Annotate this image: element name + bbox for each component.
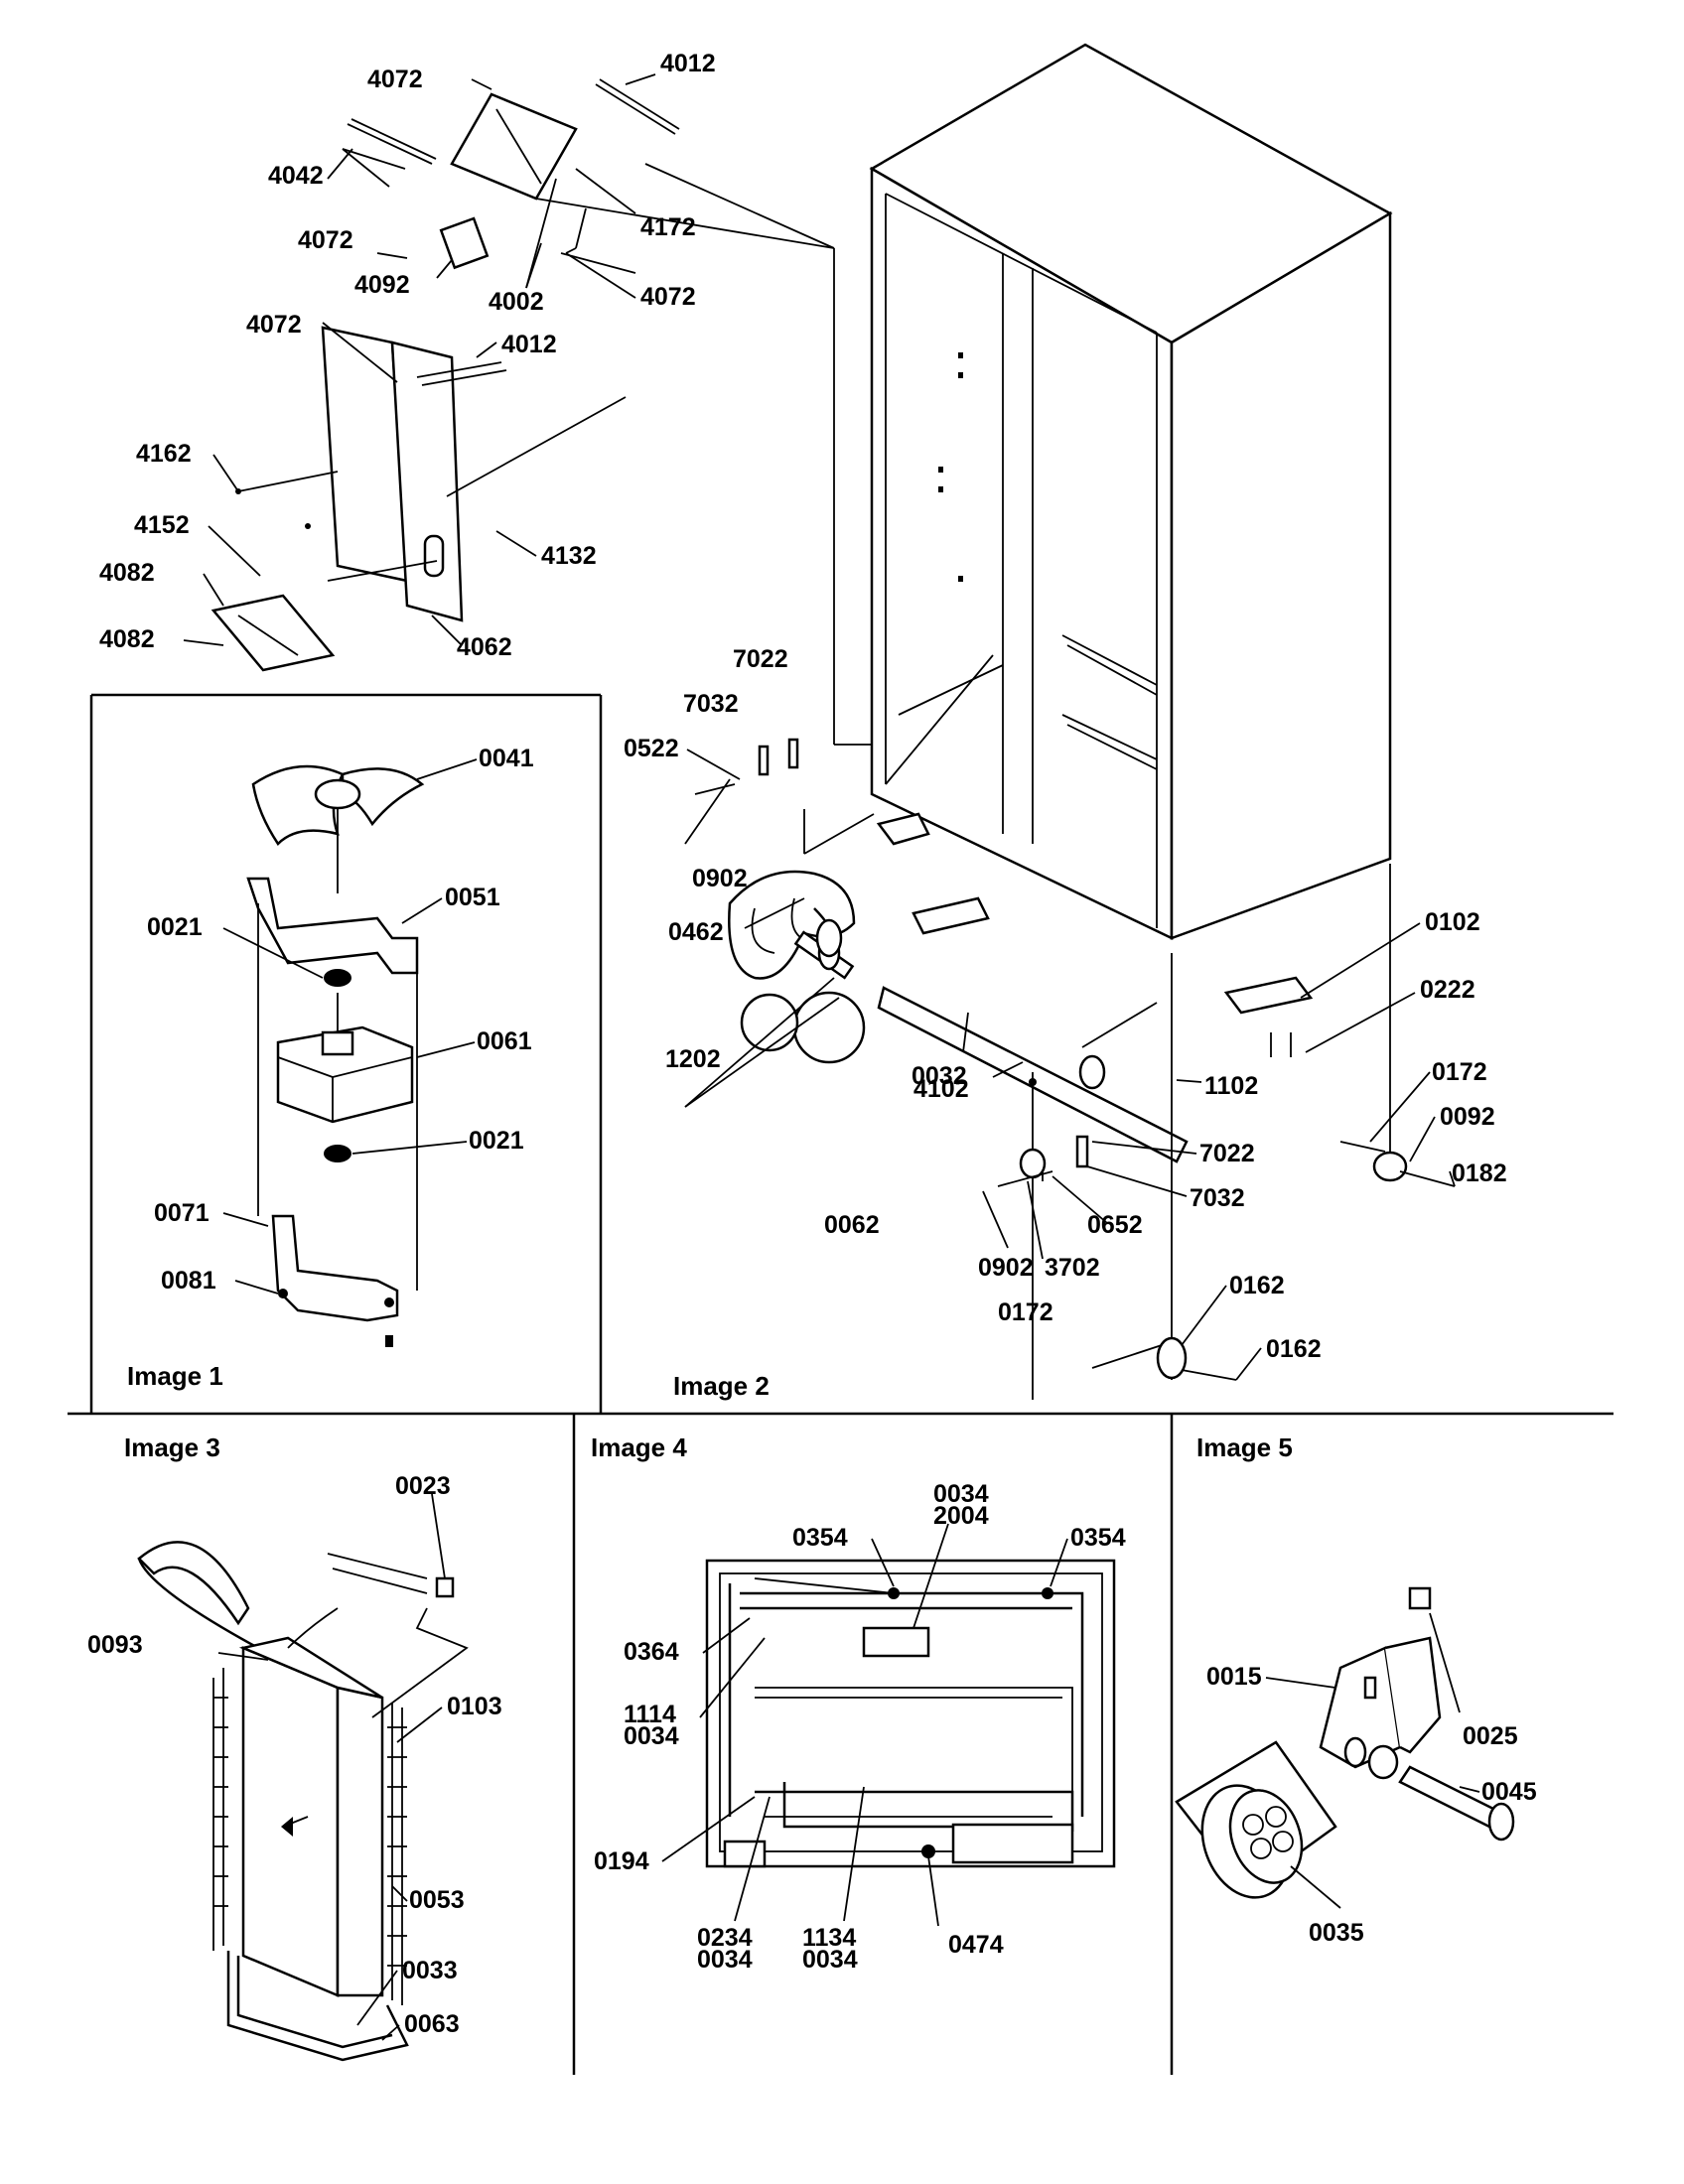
callout-label: 0364 (624, 1638, 679, 1666)
image1-fan-motor (246, 764, 425, 1347)
callout-label: 4042 (268, 162, 324, 190)
callout-label: 0902 (978, 1254, 1034, 1282)
callout-label: 0034 (697, 1946, 753, 1974)
labels-image4: Image 4 0034 2004 0354 0354 0364 1114 00… (591, 1433, 1126, 1974)
callout-label: 0172 (1432, 1058, 1487, 1086)
callout-label: 3702 (1045, 1254, 1100, 1282)
callout-label: 0033 (402, 1957, 458, 1984)
callout-label: 0234 (697, 1924, 753, 1952)
callout-label: 4072 (367, 66, 423, 93)
callout-label: 4002 (489, 288, 544, 316)
callout-label: 4162 (136, 440, 192, 468)
callout-label: 4062 (457, 633, 512, 661)
image5-roller-assembly (1175, 1586, 1515, 1899)
callout-label: 0462 (668, 918, 724, 946)
image4-back-panel (705, 1559, 1116, 1868)
callout-label: 0034 (624, 1722, 679, 1750)
callout-label: 0102 (1425, 908, 1480, 936)
callout-label: 0092 (1440, 1103, 1495, 1131)
panel-caption-image4: Image 4 (591, 1433, 687, 1462)
callout-label: 4082 (99, 625, 155, 653)
callout-label: 4072 (640, 283, 696, 311)
callout-label: 0093 (87, 1631, 143, 1659)
top-plate-assembly (210, 326, 627, 672)
panel-caption-image3: Image 3 (124, 1433, 220, 1462)
callout-label: 0034 (933, 1480, 989, 1508)
callout-label: 7032 (683, 690, 739, 718)
callout-label: 0222 (1420, 976, 1475, 1004)
callout-label: 0041 (479, 745, 534, 772)
callout-label: 4132 (541, 542, 597, 570)
callout-label: 0354 (1070, 1524, 1126, 1552)
callout-label: 0182 (1452, 1160, 1507, 1187)
callout-label: 0902 (692, 865, 748, 892)
callout-label: 4012 (501, 331, 557, 358)
callout-label: 4102 (913, 1075, 969, 1103)
panel-caption-image2: Image 2 (673, 1371, 770, 1401)
callout-label: 7022 (733, 645, 788, 673)
callout-label: 0103 (447, 1693, 502, 1720)
labels-image5: Image 5 0015 0025 0045 0035 (1196, 1433, 1537, 1947)
callout-label: 0053 (409, 1886, 465, 1914)
callout-label: 0522 (624, 735, 679, 762)
callout-label: 0162 (1229, 1272, 1285, 1299)
callout-label: 0034 (802, 1946, 858, 1974)
callout-label: 4172 (640, 213, 696, 241)
top-fan-assembly (342, 78, 874, 746)
callout-label: 1114 (624, 1701, 676, 1728)
callout-label: 7032 (1190, 1184, 1245, 1212)
callout-label: 0051 (445, 884, 500, 911)
callout-label: 4072 (246, 311, 302, 339)
panel-caption-image5: Image 5 (1196, 1433, 1293, 1462)
callout-label: 4092 (354, 271, 410, 299)
callout-label: 0023 (395, 1472, 451, 1500)
callout-label: 0045 (1481, 1778, 1537, 1806)
callout-label: 0062 (824, 1211, 880, 1239)
callout-label: 0081 (161, 1267, 216, 1295)
labels-image1: 0041 0051 0021 0061 0021 0071 0081 Image… (127, 745, 534, 1391)
image2-base-parts (684, 738, 1456, 1400)
labels-image3: Image 3 0023 0093 0103 0053 0033 0063 (87, 1433, 502, 2038)
callout-label: 4072 (298, 226, 353, 254)
callout-label: 0354 (792, 1524, 848, 1552)
callout-label: 0021 (469, 1127, 524, 1155)
callout-label: 0061 (477, 1027, 532, 1055)
leader-lines (183, 73, 1480, 2041)
callout-label: 1102 (1204, 1072, 1258, 1100)
image2-cabinet (869, 43, 1393, 940)
callout-label: 7022 (1199, 1140, 1255, 1167)
panel-dividers (68, 693, 1614, 2075)
callout-label: 0172 (998, 1298, 1053, 1326)
callout-label: 0035 (1309, 1919, 1364, 1947)
image3-evaporator (137, 1541, 469, 2062)
callout-label: 0032 (912, 1062, 967, 1090)
labels-image2: 7022 7032 0522 0902 0462 0102 0222 0032 … (624, 645, 1507, 1401)
callout-label: 1134 (802, 1924, 856, 1952)
panel-caption-image1: Image 1 (127, 1361, 223, 1391)
callout-label: 0194 (594, 1847, 649, 1875)
callout-label: 0015 (1206, 1663, 1262, 1691)
callout-label: 0063 (404, 2010, 460, 2038)
callout-label: 0025 (1463, 1722, 1518, 1750)
callout-label: 2004 (933, 1502, 989, 1530)
callout-label: 4012 (660, 50, 716, 77)
callout-label: 4152 (134, 511, 190, 539)
callout-label: 0652 (1087, 1211, 1143, 1239)
callout-label: 4082 (99, 559, 155, 587)
callout-label: 0071 (154, 1199, 210, 1227)
callout-label: 0021 (147, 913, 203, 941)
callout-label: 0162 (1266, 1335, 1322, 1363)
labels-top: 4072 4012 4042 4172 4072 4092 4002 4072 … (99, 50, 716, 661)
callout-label: 1202 (665, 1045, 721, 1073)
callout-label: 0474 (948, 1931, 1004, 1959)
